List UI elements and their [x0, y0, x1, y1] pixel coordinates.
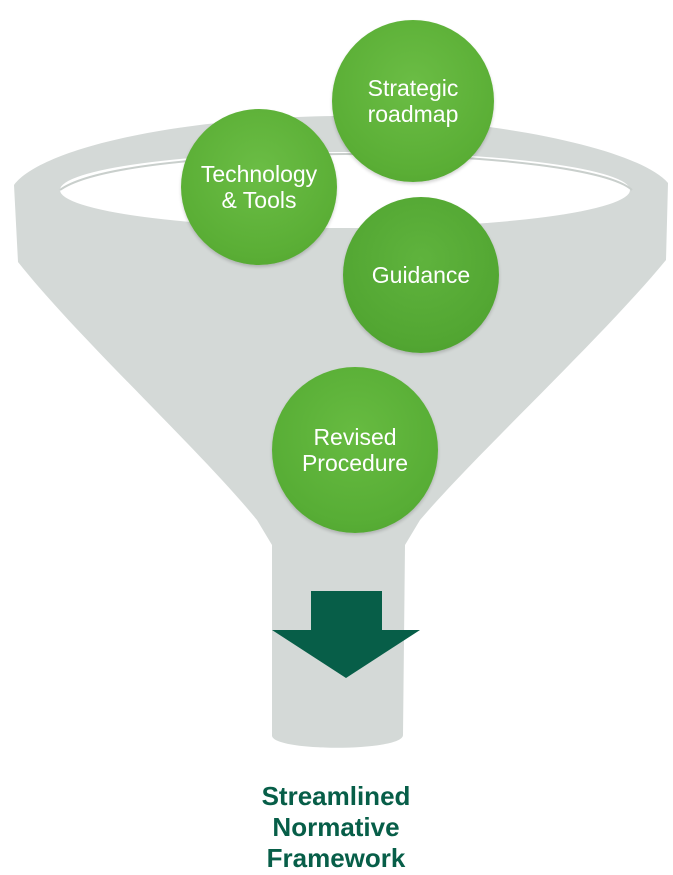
- bubble-guidance: Guidance: [343, 197, 499, 353]
- arrow-down-icon: [272, 591, 420, 678]
- result-title: Streamlined Normative Framework: [261, 781, 411, 874]
- bubble-technology-tools: Technology & Tools: [181, 109, 337, 265]
- bubble-revised-procedure: Revised Procedure: [272, 367, 438, 533]
- funnel-rim-edge: [59, 152, 633, 191]
- bubble-strategic-roadmap: Strategic roadmap: [332, 20, 494, 182]
- funnel-rim-opening: [60, 152, 630, 228]
